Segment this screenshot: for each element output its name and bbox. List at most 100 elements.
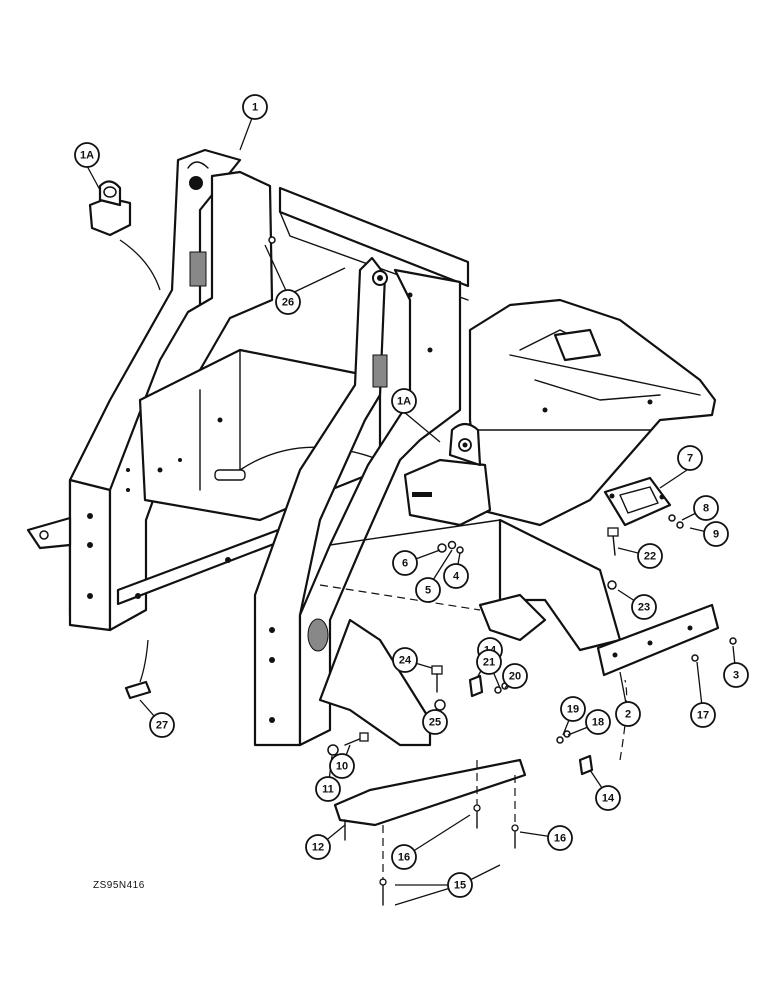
right-side-frame [253, 256, 462, 747]
callout-22: 22 [637, 543, 663, 569]
callout-16: 16 [547, 825, 573, 851]
callout-label: 3 [733, 670, 739, 682]
callout-label: 12 [312, 842, 324, 854]
left-side-frame [26, 148, 470, 632]
callout-label: 1A [397, 396, 411, 408]
callout-circle [415, 577, 441, 603]
part-2-rail [596, 603, 720, 677]
callout-21: 21 [476, 649, 502, 675]
callout-circle [443, 563, 469, 589]
callout-circle [149, 712, 175, 738]
callout-circle [693, 495, 719, 521]
callout-label: 16 [554, 833, 566, 845]
callout-label: 22 [644, 551, 656, 563]
callout-label: 18 [592, 717, 604, 729]
callout-circle [275, 289, 301, 315]
callout-circle [447, 872, 473, 898]
callout-label: 2 [625, 709, 631, 721]
callout-label: 23 [638, 602, 650, 614]
callout-11: 11 [315, 776, 341, 802]
callout-label: 8 [703, 503, 709, 515]
callout-circle [502, 663, 528, 689]
callout-label: 1 [252, 102, 258, 114]
callout-26: 26 [275, 289, 301, 315]
callout-circle [560, 696, 586, 722]
callout-circle [391, 844, 417, 870]
callout-14: 14 [595, 785, 621, 811]
callout-27: 27 [149, 712, 175, 738]
callout-label: 20 [509, 671, 521, 683]
callout-5: 5 [415, 577, 441, 603]
center-trunnion-bracket [403, 422, 492, 527]
callout-circle [329, 753, 355, 779]
callout-circle [422, 709, 448, 735]
callout-circle [631, 594, 657, 620]
callout-circle [392, 550, 418, 576]
callout-circle [392, 647, 418, 673]
callout-label: 7 [687, 453, 693, 465]
callout-label: 24 [399, 655, 412, 667]
callout-label: 27 [156, 720, 168, 732]
callout-2: 2 [615, 701, 641, 727]
callout-24: 24 [392, 647, 418, 673]
callout-label: 19 [567, 704, 579, 716]
callout-10: 10 [329, 753, 355, 779]
callout-label: 25 [429, 717, 441, 729]
callout-12: 12 [305, 834, 331, 860]
callout-17: 17 [690, 702, 716, 728]
callout-label: 16 [398, 852, 410, 864]
callout-label: 26 [282, 297, 294, 309]
callout-1: 1 [242, 94, 268, 120]
callout-circle [585, 709, 611, 735]
callout-circle [637, 543, 663, 569]
part-7-plate [603, 476, 672, 527]
callout-group: 11A1A26789226542331721421202425191814111… [74, 94, 749, 898]
callout-label: 1A [80, 150, 94, 162]
callout-circle [242, 94, 268, 120]
callout-circle [74, 142, 100, 168]
callout-9: 9 [703, 521, 729, 547]
callout-label: 6 [402, 558, 408, 570]
callout-circle [476, 649, 502, 675]
callout-label: 21 [483, 657, 495, 669]
callout-20: 20 [502, 663, 528, 689]
part-12-skid-plate [333, 758, 527, 841]
rear-arm-assembly [468, 298, 717, 527]
callout-23: 23 [631, 594, 657, 620]
callout-4: 4 [443, 563, 469, 589]
callout-label: 4 [453, 571, 460, 583]
callout-18: 18 [585, 709, 611, 735]
callout-circle [595, 785, 621, 811]
callout-circle [315, 776, 341, 802]
callout-1A: 1A [391, 388, 417, 414]
callout-19: 19 [560, 696, 586, 722]
callout-25: 25 [422, 709, 448, 735]
callout-label: 5 [425, 585, 431, 597]
callout-1A: 1A [74, 142, 100, 168]
lower-arch-support [319, 518, 622, 652]
drawing-code: ZS95N416 [93, 880, 145, 891]
callout-circle [615, 701, 641, 727]
callout-6: 6 [392, 550, 418, 576]
callout-16: 16 [391, 844, 417, 870]
callout-15: 15 [447, 872, 473, 898]
callout-label: 9 [713, 529, 719, 541]
callout-circle [305, 834, 331, 860]
callout-circle [703, 521, 729, 547]
callout-label: 15 [454, 880, 466, 892]
callout-7: 7 [677, 445, 703, 471]
callout-label: 17 [697, 710, 709, 722]
callout-circle [677, 445, 703, 471]
mount-1a-upper [88, 180, 161, 291]
callout-circle [391, 388, 417, 414]
callout-label: 10 [336, 761, 348, 773]
callout-label: 14 [602, 793, 615, 805]
callout-8: 8 [693, 495, 719, 521]
callout-circle [723, 662, 749, 688]
callout-circle [547, 825, 573, 851]
callout-label: 11 [322, 784, 334, 796]
callout-3: 3 [723, 662, 749, 688]
callout-circle [690, 702, 716, 728]
